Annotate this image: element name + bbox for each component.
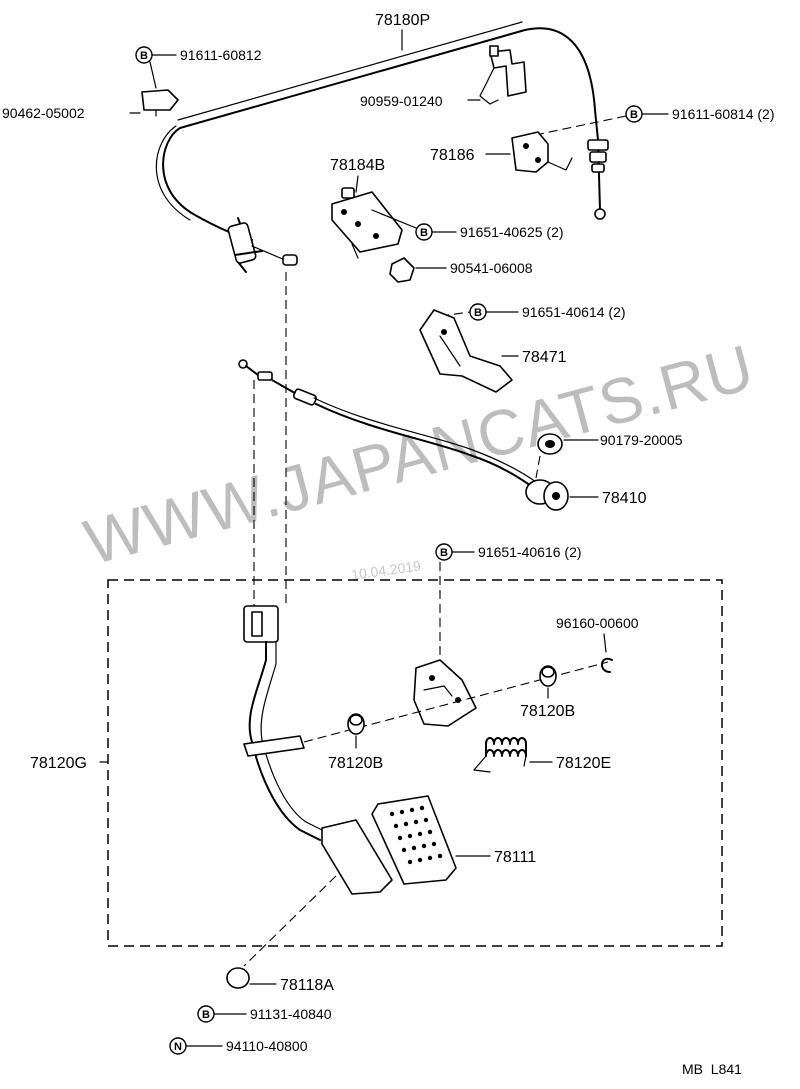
- bolt-badge-91651-40614: B 91651-40614 (2): [439, 303, 626, 321]
- label-78120g: 78120G: [30, 755, 87, 772]
- pedal-foot: [321, 819, 393, 895]
- bolt-badge-91131-40840: B 91131-40840: [197, 1005, 332, 1023]
- label-78186: 78186: [430, 147, 475, 164]
- label-78471: 78471: [522, 349, 567, 366]
- bracket-78471: 78471: [419, 309, 567, 393]
- bolt-badge-91611-60812: B 91611-60812: [135, 46, 262, 89]
- label-94110-40800: 94110-40800: [226, 1038, 308, 1054]
- label-78120b-right: 78120B: [520, 703, 575, 720]
- label-78111: 78111: [494, 849, 536, 866]
- label-78410: 78410: [602, 490, 647, 507]
- grommet-78410: 78410: [525, 479, 647, 511]
- label-90541-06008: 90541-06008: [450, 260, 533, 276]
- bolt-badge-91651-40616: B 91651-40616 (2): [435, 543, 582, 666]
- nut-badge-94110-40800: N 94110-40800: [169, 1037, 308, 1055]
- pedal-lever: [243, 605, 327, 841]
- bushing-78120b-left: 78120B: [328, 713, 383, 772]
- diagram-code: MB L841: [682, 1061, 742, 1077]
- label-96160-00600: 96160-00600: [556, 615, 639, 631]
- label-78118a: 78118A: [280, 977, 334, 994]
- watermark-date: 10.04.2019: [350, 557, 422, 583]
- label-91651-40625: 91651-40625 (2): [460, 224, 564, 240]
- nut-90179: 90179-20005: [535, 432, 683, 479]
- guide-cushion: [243, 875, 337, 967]
- label-78120b-left: 78120B: [328, 755, 383, 772]
- label-91651-40616: 91651-40616 (2): [478, 544, 582, 560]
- label-91131-40840: 91131-40840: [250, 1006, 332, 1022]
- bolt-badge-91611-60814: B 91611-60814 (2): [539, 105, 774, 135]
- pivot-axis: [303, 661, 609, 743]
- spring-78120e: 78120E: [473, 737, 611, 773]
- bracket-90959: 90959-01240: [360, 45, 527, 109]
- label-90462-05002: 90462-05002: [2, 105, 85, 121]
- watermark-text: WWW.JAPANCATS.RU: [77, 331, 761, 579]
- badge-b-icon: B: [202, 1009, 210, 1021]
- label-90959-01240: 90959-01240: [360, 93, 443, 109]
- bracket-78186: 78186: [430, 131, 609, 173]
- label-90179-20005: 90179-20005: [600, 432, 683, 448]
- badge-n-icon: N: [174, 1041, 182, 1053]
- badge-b-icon: B: [440, 547, 448, 559]
- badge-b-icon: B: [474, 307, 482, 319]
- pedal-assembly-box: [107, 579, 723, 947]
- label-78180p: 78180P: [375, 12, 430, 29]
- bolt-badge-91651-40625: B 91651-40625 (2): [371, 209, 564, 241]
- label-91611-60814: 91611-60814 (2): [672, 106, 774, 122]
- bushing-78120b-right: 78120B: [520, 665, 575, 720]
- label-78184b: 78184B: [330, 157, 385, 174]
- badge-b-icon: B: [420, 227, 428, 239]
- cable-lower: [238, 359, 537, 489]
- pad-grip-pattern: [389, 805, 443, 865]
- bracket-78184b: 78184B: [330, 157, 403, 259]
- clip-96160: 96160-00600: [556, 615, 639, 673]
- label-91651-40614: 91651-40614 (2): [522, 304, 626, 320]
- pedal-pad-78111: 78111: [371, 795, 536, 885]
- cable-upper: [155, 21, 606, 273]
- badge-b-icon: B: [630, 109, 638, 121]
- label-78120e: 78120E: [556, 755, 611, 772]
- watermark: WWW.JAPANCATS.RU 10.04.2019: [77, 331, 761, 583]
- pedal-bracket: [413, 659, 477, 727]
- label-91611-60812: 91611-60812: [180, 47, 262, 63]
- badge-b-icon: B: [140, 50, 148, 62]
- screw-90541: 90541-06008: [389, 257, 533, 283]
- clamp-90462: 90462-05002: [2, 89, 179, 121]
- cushion-78118a: 78118A: [226, 967, 334, 994]
